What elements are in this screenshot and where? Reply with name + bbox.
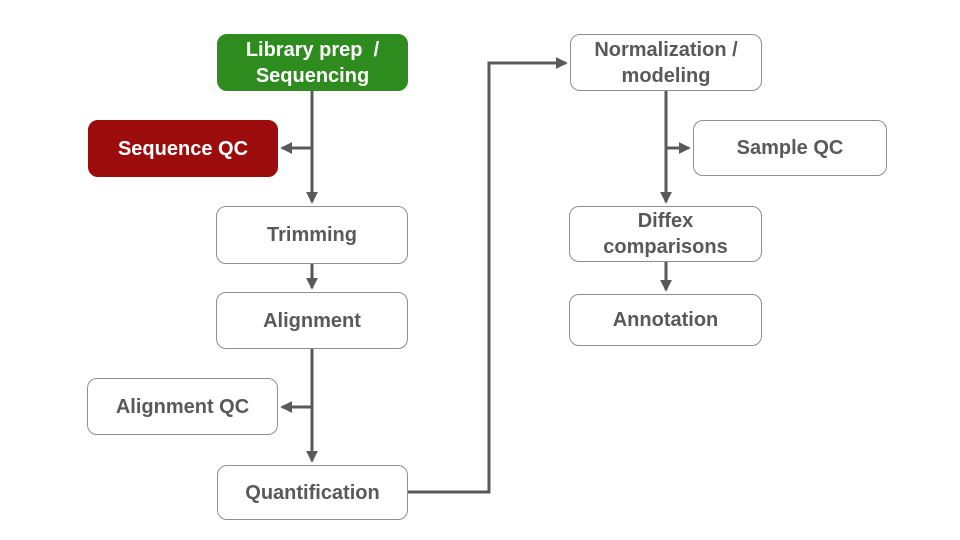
node-alignment: Alignment [216, 292, 408, 349]
node-sample-qc-label: Sample QC [736, 137, 844, 159]
node-diffex-comparisons-label: Diffex comparisons [603, 210, 728, 258]
node-annotation-label: Annotation [612, 309, 719, 331]
node-trimming: Trimming [216, 206, 408, 264]
node-quantification-label: Quantification [245, 481, 380, 504]
node-alignment-label: Alignment [263, 309, 361, 332]
edge-quantification-to-normalization [408, 57, 568, 494]
node-library-prep-sequencing-label: Library prep / Sequencing [245, 38, 380, 87]
node-alignment-qc: Alignment QC [87, 378, 278, 435]
node-library-prep-sequencing: Library prep / Sequencing [217, 34, 408, 91]
node-sequence-qc: Sequence QC [88, 120, 278, 177]
node-normalization-modeling-label: Normalization / modeling [594, 38, 738, 87]
node-normalization-modeling: Normalization / modeling [570, 34, 762, 91]
node-sample-qc: Sample QC [693, 120, 887, 176]
node-quantification: Quantification [217, 465, 408, 520]
node-annotation: Annotation [569, 294, 762, 346]
node-diffex-comparisons: Diffex comparisons [569, 206, 762, 262]
node-sequence-qc-label: Sequence QC [117, 137, 249, 160]
node-alignment-qc-label: Alignment QC [115, 395, 250, 418]
node-trimming-label: Trimming [266, 224, 357, 246]
